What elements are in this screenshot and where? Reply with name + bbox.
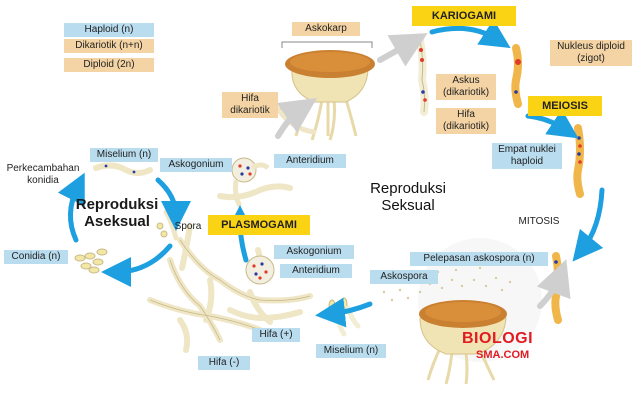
label-miselium-bottom: Miselium (n) — [316, 344, 386, 358]
label-empat-nuklei-line1: Empat nuklei — [498, 144, 556, 155]
title-reproduksi-seksual-line2: Seksual — [381, 197, 435, 214]
label-askospora: Askospora — [370, 270, 438, 284]
label-askus: Askus (dikariotik) — [436, 74, 496, 100]
title-reproduksi-seksual: Reproduksi Seksual — [356, 180, 460, 214]
askokarp-bracket — [281, 41, 373, 48]
askogonium-lower-icon — [245, 255, 275, 285]
ascus-kariogami-icon — [416, 36, 429, 116]
label-pelepasan-askospora: Pelepasan askospora (n) — [410, 252, 548, 266]
label-askus-line2: (dikariotik) — [442, 87, 490, 98]
label-miselium-top: Miselium (n) — [90, 148, 158, 162]
label-spora: Spora — [174, 221, 202, 232]
label-meiosis: MEIOSIS — [528, 96, 602, 116]
label-askokarp: Askokarp — [292, 22, 360, 36]
ascus-meiosis-icon — [573, 124, 584, 198]
title-reproduksi-aseksual: Reproduksi Aseksual — [70, 196, 164, 230]
title-reproduksi-seksual-line1: Reproduksi — [370, 180, 446, 197]
label-hifa-dikariotik-left-line1: Hifa — [241, 93, 259, 104]
conidia-icon — [74, 248, 108, 274]
label-hifa-minus: Hifa (-) — [198, 356, 250, 370]
label-empat-nuklei: Empat nuklei haploid — [492, 143, 562, 169]
label-perkecambahan: Perkecambahan konidia — [4, 163, 82, 187]
miselium-upper-icon — [93, 162, 153, 176]
label-anteridium-lower: Anteridium — [280, 264, 352, 278]
ascus-zygote-icon — [511, 44, 522, 108]
legend-haploid: Haploid (n) — [64, 23, 154, 37]
hyphae-network-outline — [149, 239, 311, 341]
title-reproduksi-aseksual-line1: Reproduksi — [75, 196, 159, 213]
label-mitosis: MITOSIS — [518, 216, 560, 227]
label-askus-line1: Askus — [452, 75, 480, 86]
title-reproduksi-aseksual-line2: Aseksual — [84, 213, 150, 230]
label-nukleus-diploid-line2: (zigot) — [577, 53, 605, 64]
label-nukleus-diploid: Nukleus diploid (zigot) — [550, 40, 632, 66]
askokarp-lower-icon — [382, 238, 542, 385]
label-askogonium-upper: Askogonium — [160, 158, 232, 172]
label-hifa-dikariotik-right-line1: Hifa — [457, 109, 475, 120]
legend-dikariotik: Dikariotik (n+n) — [64, 39, 154, 53]
label-hifa-dikariotik-right-line2: (dikariotik) — [442, 121, 490, 132]
label-plasmogami: PLASMOGAMI — [208, 215, 310, 235]
label-nukleus-diploid-line1: Nukleus diploid — [557, 41, 625, 52]
label-anteridium-upper: Anteridium — [274, 154, 346, 168]
label-perkecambahan-line2: konidia — [27, 175, 59, 186]
label-hifa-plus: Hifa (+) — [252, 328, 300, 342]
label-askogonium-lower: Askogonium — [274, 245, 354, 259]
label-hifa-dikariotik-left: Hifa dikariotik — [222, 92, 278, 118]
gray-arrows — [275, 33, 571, 309]
label-perkecambahan-line1: Perkecambahan — [6, 163, 80, 174]
legend-diploid: Diploid (2n) — [64, 58, 154, 72]
watermark-biologi: BIOLOGI — [462, 330, 534, 347]
askogonium-upper-icon — [217, 157, 293, 208]
label-conidia: Conidia (n) — [4, 250, 68, 264]
askokarp-upper-icon — [285, 50, 375, 141]
label-hifa-dikariotik-left-line2: dikariotik — [230, 105, 270, 116]
label-kariogami: KARIOGAMI — [412, 6, 516, 26]
watermark-sma-com: SMA.COM — [476, 349, 530, 361]
label-empat-nuklei-line2: haploid — [510, 156, 544, 167]
label-hifa-dikariotik-right: Hifa (dikariotik) — [436, 108, 496, 134]
